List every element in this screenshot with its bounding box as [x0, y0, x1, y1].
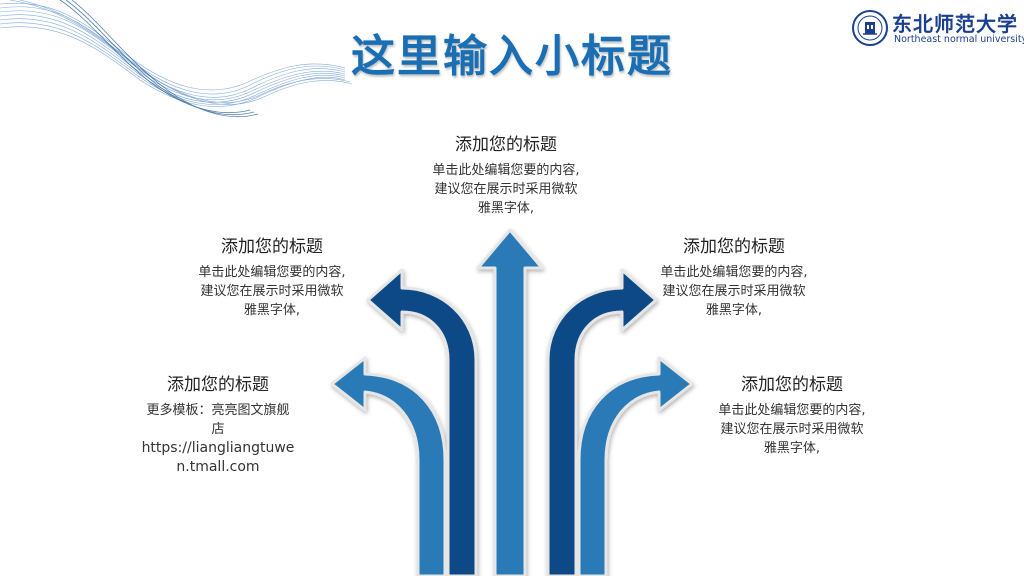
block-body: 单击此处编辑您要的内容, 建议您在展示时采用微软 雅黑字体,	[634, 263, 834, 320]
slide-title: 这里输入小标题	[351, 31, 673, 82]
block-line: 雅黑字体,	[705, 303, 763, 318]
arrow-outer-right	[577, 356, 694, 576]
block-heading: 添加您的标题	[741, 375, 843, 395]
university-logo: 东北师范大学 Northeast normal university	[852, 8, 1024, 48]
block-line: 雅黑字体,	[763, 441, 821, 456]
university-name-en: Northeast normal university	[894, 34, 1024, 45]
block-line: 雅黑字体,	[243, 303, 301, 318]
block-line: 店	[211, 422, 225, 437]
block-line: 单击此处编辑您要的内容,	[718, 403, 866, 418]
block-heading: 添加您的标题	[683, 237, 785, 257]
block-line: 建议您在展示时采用微软	[434, 182, 578, 197]
block-line: 建议您在展示时采用微软	[200, 284, 344, 299]
text-block-low-right: 添加您的标题 单击此处编辑您要的内容, 建议您在展示时采用微软 雅黑字体,	[692, 370, 892, 458]
block-line: 单击此处编辑您要的内容,	[198, 265, 346, 280]
university-seal-icon	[852, 10, 888, 46]
block-line: https://liangliangtuwe	[141, 440, 295, 456]
block-body: 更多模板：亮亮图文旗舰 店 https://liangliangtuwe n.t…	[118, 401, 318, 477]
block-heading: 添加您的标题	[455, 135, 557, 155]
block-body: 单击此处编辑您要的内容, 建议您在展示时采用微软 雅黑字体,	[172, 263, 372, 320]
block-line: 雅黑字体,	[477, 201, 535, 216]
arrow-inner-left	[366, 268, 478, 576]
arrow-outer-left	[330, 356, 447, 576]
wave-ribbon-decoration	[0, 0, 353, 117]
block-line: 建议您在展示时采用微软	[662, 284, 806, 299]
block-body: 单击此处编辑您要的内容, 建议您在展示时采用微软 雅黑字体,	[406, 161, 606, 218]
block-body: 单击此处编辑您要的内容, 建议您在展示时采用微软 雅黑字体,	[692, 401, 892, 458]
text-block-mid-right: 添加您的标题 单击此处编辑您要的内容, 建议您在展示时采用微软 雅黑字体,	[634, 232, 834, 320]
text-block-low-left: 添加您的标题 更多模板：亮亮图文旗舰 店 https://liangliangt…	[118, 370, 318, 477]
arrow-inner-right	[546, 268, 658, 576]
block-heading: 添加您的标题	[221, 237, 323, 257]
text-block-top: 添加您的标题 单击此处编辑您要的内容, 建议您在展示时采用微软 雅黑字体,	[406, 130, 606, 218]
block-line: 更多模板：亮亮图文旗舰	[146, 403, 290, 418]
block-line: n.tmall.com	[176, 459, 260, 475]
block-line: 单击此处编辑您要的内容,	[660, 265, 808, 280]
block-line: 建议您在展示时采用微软	[720, 422, 864, 437]
arrow-center-up	[476, 228, 544, 576]
text-block-mid-left: 添加您的标题 单击此处编辑您要的内容, 建议您在展示时采用微软 雅黑字体,	[172, 232, 372, 320]
university-name-cn: 东北师范大学	[892, 12, 1018, 36]
block-heading: 添加您的标题	[167, 375, 269, 395]
block-line: 单击此处编辑您要的内容,	[432, 163, 580, 178]
